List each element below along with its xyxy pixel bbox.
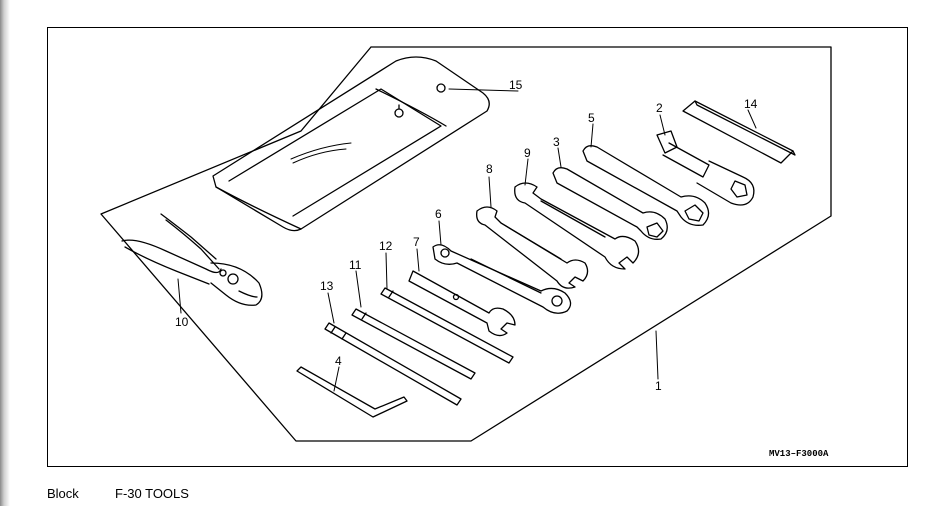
callout-9: 9	[524, 146, 531, 160]
callout-1: 1	[655, 379, 662, 393]
callout-15: 15	[509, 78, 523, 92]
hex-key	[296, 366, 408, 418]
diagram-drawing: 15 2 14 5 3 9 8 6 7 12 11 13 4 10 1 MV13…	[100, 46, 832, 459]
block-footer: Block F-30 TOOLS	[0, 486, 925, 504]
callout-12: 12	[379, 239, 393, 253]
screwdriver-12	[380, 287, 514, 364]
callout-4: 4	[335, 354, 342, 368]
wrench-3	[552, 167, 668, 240]
callout-8: 8	[486, 162, 493, 176]
callout-10: 10	[175, 315, 189, 329]
screwdriver-11	[351, 308, 476, 380]
window-left-edge	[0, 0, 10, 506]
callout-14: 14	[744, 97, 758, 111]
spark-plug-wrench	[656, 130, 755, 206]
leader-lines	[177, 88, 757, 392]
block-value: F-30 TOOLS	[115, 486, 189, 501]
parts-diagram: 15 2 14 5 3 9 8 6 7 12 11 13 4 10 1 MV13…	[47, 27, 908, 467]
wrench-8	[476, 206, 589, 289]
wrench-5	[582, 145, 710, 226]
screwdriver-handle	[324, 322, 462, 406]
toolkit-outline	[100, 46, 832, 442]
callout-6: 6	[435, 207, 442, 221]
wrench-9	[514, 182, 640, 270]
callout-3: 3	[553, 135, 560, 149]
callout-7: 7	[413, 235, 420, 249]
callout-5: 5	[588, 111, 595, 125]
tool-bar-14	[682, 100, 796, 164]
tool-bag	[212, 56, 490, 232]
callout-13: 13	[320, 279, 334, 293]
block-label: Block	[47, 486, 79, 501]
callout-2: 2	[656, 101, 663, 115]
pliers	[121, 213, 263, 306]
figure-code: MV13–F3000A	[769, 449, 829, 459]
callout-11: 11	[349, 258, 362, 272]
wrench-7	[408, 270, 516, 337]
wrench-6	[432, 244, 572, 314]
